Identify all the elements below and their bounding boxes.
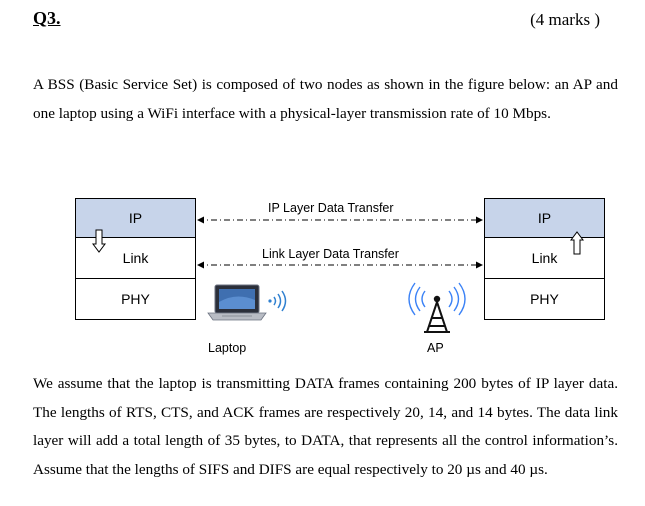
marks-label: (4 marks ): [530, 10, 600, 29]
question-number: Q3.: [33, 8, 61, 28]
left-phy-layer: PHY: [75, 278, 196, 320]
details-paragraph: We assume that the laptop is transmittin…: [33, 375, 618, 478]
laptop-icon: [207, 284, 267, 321]
down-arrow-icon: [92, 229, 106, 253]
right-phy-layer: PHY: [484, 278, 605, 320]
left-ip-layer: IP: [75, 198, 196, 238]
ip-transfer-label: IP Layer Data Transfer: [268, 201, 394, 215]
up-arrow-icon: [570, 231, 584, 255]
wifi-signal-icon: [268, 290, 287, 312]
right-ip-layer: IP: [484, 198, 605, 238]
antenna-icon: [408, 282, 466, 333]
ap-label: AP: [427, 341, 444, 355]
intro-paragraph: A BSS (Basic Service Set) is composed of…: [33, 76, 618, 122]
link-transfer-label: Link Layer Data Transfer: [262, 247, 399, 261]
laptop-label: Laptop: [208, 341, 247, 355]
